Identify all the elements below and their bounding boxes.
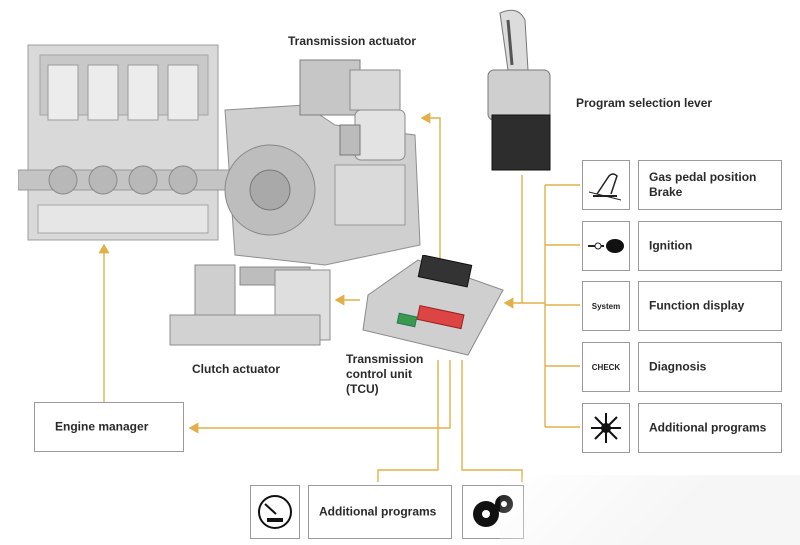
gauge-icon-box (250, 485, 300, 539)
gas-pedal-icon (588, 173, 622, 201)
program-selection-lever-illustration (487, 9, 551, 171)
program-selection-lever-label: Program selection lever (576, 96, 713, 110)
bottom-additional-programs-box: Additional programs (308, 485, 452, 539)
engine-block-illustration (18, 44, 233, 241)
engine-manager-box: Engine manager (34, 402, 184, 452)
gas-pedal-icon-box (582, 160, 630, 210)
tcu-to-transmission-arrow (420, 112, 441, 265)
diagnosis-label: Diagnosis (649, 359, 707, 374)
tcu-to-engine-manager-arrow (188, 360, 451, 434)
gauge-icon (258, 495, 292, 529)
snowflake-icon-box (582, 403, 630, 453)
clutch-actuator-label: Clutch actuator (192, 362, 281, 376)
function-display-label: Function display (649, 298, 745, 313)
input-box-ignition: Ignition (638, 221, 782, 271)
additional-programs-right-label: Additional programs (649, 420, 767, 435)
snowflake-icon (591, 413, 621, 443)
system-icon-text: System (591, 301, 621, 311)
ignition-icon-box (582, 221, 630, 271)
check-icon-text: CHECK (591, 362, 621, 372)
ignition-label: Ignition (649, 238, 693, 253)
system-icon-box: System (582, 281, 630, 331)
check-icon-box: CHECK (582, 342, 630, 392)
input-box-additional-programs: Additional programs (638, 403, 782, 453)
input-box-function-display: Function display (638, 281, 782, 331)
corner-fade (500, 475, 800, 545)
tcu-label: Transmission control unit (TCU) (346, 352, 424, 396)
gas-pedal-brake-label: Gas pedal position Brake (649, 170, 757, 199)
clutch-actuator-illustration (169, 264, 331, 346)
input-box-diagnosis: Diagnosis (638, 342, 782, 392)
tcu-illustration (362, 255, 504, 356)
ignition-key-icon (588, 239, 624, 253)
transmission-actuator-illustration (299, 59, 406, 161)
engine-manager-label: Engine manager (55, 419, 149, 434)
additional-programs-bottom-label: Additional programs (319, 504, 437, 519)
input-box-gas-pedal: Gas pedal position Brake (638, 160, 782, 210)
transmission-actuator-label: Transmission actuator (288, 34, 417, 48)
